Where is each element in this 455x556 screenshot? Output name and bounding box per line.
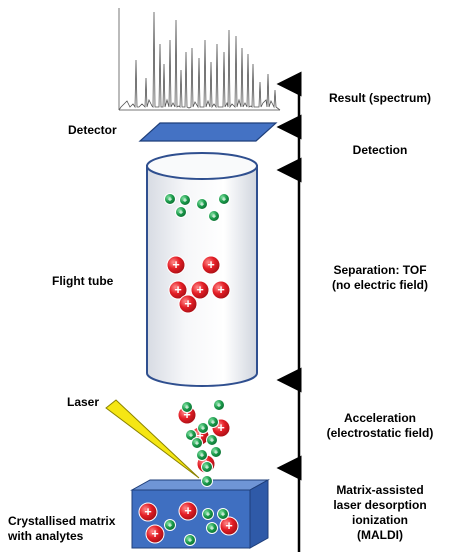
red-ion-charge-1: +: [207, 258, 214, 272]
ions: ++++++++++++++++++++++++++++++++++++: [138, 193, 239, 546]
green-ion-21: [191, 437, 203, 449]
green-ion-12: [197, 422, 209, 434]
matrix-label-line1: Crystallised matrix: [8, 514, 116, 528]
green-ion-18: [210, 446, 222, 458]
green-ion-charge-17: +: [205, 462, 210, 471]
step-maldi: Matrix-assisted laser desorption ionizat…: [315, 483, 445, 543]
green-ion-charge-7: +: [206, 509, 211, 518]
green-ion-4: [208, 210, 220, 222]
step-separation: Separation: TOF (no electric field): [315, 263, 445, 293]
red-ion-charge-13: +: [151, 527, 158, 541]
red-ion-charge-12: +: [225, 519, 232, 533]
green-ion-charge-19: +: [210, 435, 215, 444]
green-ion-charge-2: +: [179, 207, 184, 216]
step-acceleration: Acceleration (electrostatic field): [315, 411, 445, 441]
green-ion-10: [217, 508, 229, 520]
red-ion-charge-2: +: [174, 283, 181, 297]
red-ion-3: [190, 280, 210, 300]
green-ion-charge-5: +: [222, 194, 227, 203]
red-ion-charge-4: +: [217, 283, 224, 297]
red-ion-charge-10: +: [144, 505, 151, 519]
green-ion-15: [185, 429, 197, 441]
detector-label: Detector: [68, 123, 117, 137]
red-ion-13: [145, 524, 165, 544]
red-ion-charge-6: +: [183, 408, 190, 422]
green-ion-charge-12: +: [201, 423, 206, 432]
green-ion-11: [181, 401, 193, 413]
detector-plate: [138, 122, 278, 142]
green-ion-charge-0: +: [168, 194, 173, 203]
red-ion-charge-7: +: [217, 421, 224, 435]
green-ion-charge-16: +: [205, 476, 210, 485]
green-ion-charge-1: +: [183, 195, 188, 204]
step-acceleration-line1: Acceleration: [343, 411, 417, 425]
green-ion-charge-6: +: [168, 520, 173, 529]
green-ion-2: [175, 206, 187, 218]
step-maldi-line1: Matrix-assisted: [336, 483, 424, 497]
green-ion-charge-11: +: [185, 402, 190, 411]
green-ion-0: [164, 193, 176, 205]
spectrum-peaks: [118, 11, 281, 111]
step-detection: Detection: [352, 143, 408, 157]
green-ion-19: [206, 434, 218, 446]
laser-beam: [105, 399, 200, 479]
step-acceleration-line2: (electrostatic field): [326, 426, 434, 440]
flight-tube: [146, 152, 258, 387]
step-separation-line2: (no electric field): [331, 278, 429, 292]
step-maldi-line2: laser desorption: [333, 498, 427, 512]
green-ion-charge-20: +: [200, 450, 205, 459]
green-ion-charge-13: +: [211, 417, 216, 426]
matrix-label-line2: with analytes: [8, 529, 84, 543]
red-ion-charge-11: +: [184, 504, 191, 518]
green-ion-charge-9: +: [210, 523, 215, 532]
red-ion-11: [178, 501, 198, 521]
green-ion-charge-21: +: [195, 438, 200, 447]
green-ion-16: [201, 475, 213, 487]
red-ion-2: [168, 280, 188, 300]
green-ion-charge-18: +: [214, 447, 219, 456]
red-ion-charge-5: +: [184, 297, 191, 311]
green-ion-7: [202, 508, 214, 520]
green-ion-13: [207, 416, 219, 428]
flight-tube-label: Flight tube: [52, 274, 114, 288]
green-ion-3: [196, 198, 208, 210]
green-ion-14: [213, 399, 225, 411]
green-ion-8: [184, 534, 196, 546]
green-ion-charge-8: +: [188, 535, 193, 544]
green-ion-charge-3: +: [200, 199, 205, 208]
green-ion-charge-4: +: [212, 211, 217, 220]
red-ion-1: [201, 255, 221, 275]
red-ion-10: [138, 502, 158, 522]
red-ion-0: [166, 255, 186, 275]
step-separation-line1: Separation: TOF: [333, 263, 427, 277]
red-ion-5: [178, 294, 198, 314]
green-ion-9: [206, 522, 218, 534]
red-ion-charge-3: +: [196, 283, 203, 297]
red-ion-4: [211, 280, 231, 300]
green-ion-charge-14: +: [217, 400, 222, 409]
green-ion-5: [218, 193, 230, 205]
matrix-label: Crystallised matrix with analytes: [8, 514, 115, 544]
step-result: Result (spectrum): [328, 91, 432, 105]
green-ion-1: [179, 194, 191, 206]
red-ion-charge-8: +: [196, 429, 203, 443]
green-ion-charge-15: +: [189, 430, 194, 439]
laser-label: Laser: [67, 395, 100, 409]
step-maldi-line4: (MALDI): [357, 528, 403, 542]
green-ion-20: [196, 449, 208, 461]
green-ion-17: [201, 461, 213, 473]
step-maldi-line3: ionization: [352, 513, 408, 527]
mass-spectrum: [118, 8, 281, 111]
red-ion-charge-0: +: [172, 258, 179, 272]
green-ion-charge-10: +: [221, 509, 226, 518]
green-ion-6: [164, 519, 176, 531]
red-ion-12: [219, 516, 239, 536]
